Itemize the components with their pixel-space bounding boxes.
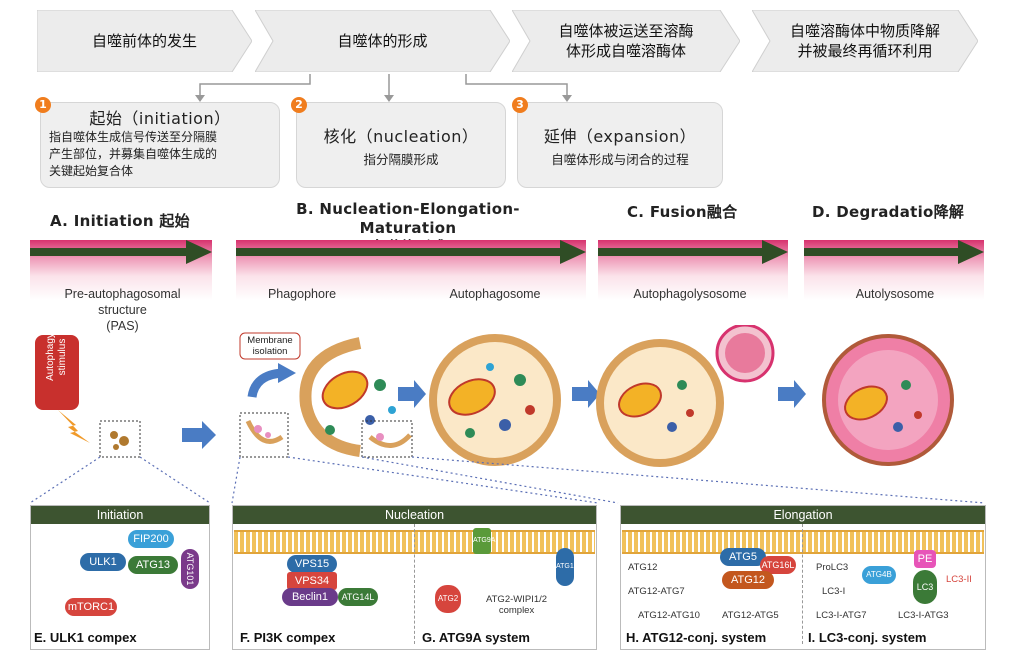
protein-atg12: ATG12 bbox=[722, 571, 774, 589]
chevron-shape-icon bbox=[512, 10, 740, 72]
top-step-2: 自噬体的形成 bbox=[255, 10, 510, 72]
label-lc3-ii: LC3-II bbox=[946, 574, 972, 585]
protein-atg14l: ATG14L bbox=[338, 588, 378, 606]
protein-atg16l: ATG16L bbox=[760, 556, 796, 574]
protein-atg2: ATG2 bbox=[435, 585, 461, 613]
chevron-shape-icon bbox=[255, 10, 510, 72]
stimulus-box bbox=[35, 335, 79, 410]
label-autophagosome: Autophagosome bbox=[449, 287, 541, 301]
sub-step-nucleation: 2 核化（nucleation） 指分隔膜形成 bbox=[291, 97, 506, 188]
panel-header: Nucleation bbox=[233, 506, 596, 524]
protein-fip200: FIP200 bbox=[128, 530, 174, 548]
label-atg2-complex: ATG2-WIPI1/2 complex bbox=[486, 594, 548, 616]
protein-atg5: ATG5 bbox=[720, 548, 766, 566]
protein-ulk1: ULK1 bbox=[80, 553, 126, 571]
chevron-shape-icon bbox=[752, 10, 978, 72]
i-step-3: LC3-I-ATG7 bbox=[816, 610, 867, 621]
phase-title-initiation: A. Initiation 起始 bbox=[50, 212, 190, 230]
label-autophagolysosome: Autophagolysosome bbox=[633, 287, 747, 301]
sub-step-title: 起始（initiation） bbox=[89, 109, 231, 128]
label-autolysosome: Autolysosome bbox=[855, 287, 935, 301]
panel-header: Elongation bbox=[621, 506, 985, 524]
arrow-head-icon bbox=[186, 240, 212, 264]
sub-step-desc: 自噬体形成与闭合的过程 bbox=[551, 152, 689, 167]
sub-step-title: 延伸（expansion） bbox=[543, 127, 697, 146]
sub-step-title: 核化（nucleation） bbox=[323, 127, 479, 146]
chevron-shape-icon bbox=[37, 10, 252, 72]
arrow-head-icon bbox=[958, 240, 984, 264]
flow-arrow-icon bbox=[778, 380, 806, 408]
stimulus-label: Autophagy stimulus bbox=[45, 333, 68, 381]
h-step-2: ATG12-ATG7 bbox=[628, 586, 685, 597]
protein-lc3: LC3 bbox=[913, 570, 937, 604]
sub-step-expansion: 3 延伸（expansion） 自噬体形成与闭合的过程 bbox=[512, 97, 723, 188]
connector-arrows bbox=[195, 74, 572, 102]
top-step-4: 自噬溶酶体中物质降解 并被最终再循环利用 bbox=[752, 10, 978, 72]
step-number-badge: 1 bbox=[35, 97, 51, 113]
protein-atg18: ATG18 bbox=[556, 548, 578, 586]
phase-title-degradation: D. Degradatio降解 bbox=[812, 203, 965, 221]
top-step-label: 自噬体被运送至溶酶 体形成自噬溶酶体 bbox=[558, 22, 694, 60]
label-pas: Pre-autophagosomal structure (PAS) bbox=[64, 287, 181, 333]
top-step-label: 自噬前体的发生 bbox=[91, 32, 197, 50]
panel-header: Initiation bbox=[31, 506, 209, 524]
membrane-isolation-label: Membrane isolation bbox=[247, 335, 293, 357]
h-step-3: ATG12-ATG10 bbox=[638, 610, 700, 621]
autophagy-illustration bbox=[29, 325, 986, 504]
panel-initiation: Initiation bbox=[30, 505, 210, 650]
h-step-4: ATG12-ATG5 bbox=[722, 610, 779, 621]
step-number-badge: 3 bbox=[512, 97, 528, 113]
protein-atg13: ATG13 bbox=[128, 556, 178, 574]
arrow-head-icon bbox=[560, 240, 586, 264]
protein-mtorc1: mTORC1 bbox=[65, 598, 117, 616]
protein-atg101: ATG101 bbox=[181, 549, 199, 589]
band-fusion bbox=[598, 240, 788, 300]
i-step-2: LC3-I bbox=[822, 586, 846, 597]
i-step-4: LC3-I-ATG3 bbox=[898, 610, 949, 621]
pas-box bbox=[99, 420, 141, 458]
label-phagophore: Phagophore bbox=[267, 287, 337, 301]
caption-pi3k: F. PI3K compex bbox=[240, 630, 336, 645]
band-formation bbox=[236, 240, 586, 300]
caption-ulk1: E. ULK1 compex bbox=[34, 630, 137, 645]
band-initiation bbox=[30, 240, 212, 300]
i-step-1: ProLC3 bbox=[816, 562, 849, 573]
caption-lc3: I. LC3-conj. system bbox=[808, 630, 927, 645]
phase-title-fusion: C. Fusion融合 bbox=[627, 203, 738, 221]
flow-arrow-icon bbox=[398, 380, 426, 408]
protein-vps15: VPS15 bbox=[287, 555, 337, 573]
lightning-icon bbox=[58, 410, 90, 443]
protein-atg4b: ATG4B bbox=[862, 566, 896, 584]
flow-arrow-icon bbox=[182, 421, 216, 449]
top-step-3: 自噬体被运送至溶酶 体形成自噬溶酶体 bbox=[512, 10, 740, 72]
sub-step-initiation: 1 起始（initiation） 指自噬体生成信号传送至分隔膜 产生部位，并募集… bbox=[35, 97, 280, 188]
protein-vps34: VPS34 bbox=[287, 572, 337, 590]
top-step-1: 自噬前体的发生 bbox=[37, 10, 252, 72]
caption-atg9a: G. ATG9A system bbox=[422, 630, 530, 645]
sub-step-desc: 指自噬体生成信号传送至分隔膜 产生部位，并募集自噬体生成的 关键起始复合体 bbox=[49, 130, 218, 178]
protein-pe: PE bbox=[914, 550, 936, 568]
h-step-1: ATG12 bbox=[628, 562, 658, 573]
top-step-label: 自噬体的形成 bbox=[337, 32, 428, 50]
sub-step-desc: 指分隔膜形成 bbox=[363, 152, 439, 167]
protein-atg9a: ATG9A bbox=[473, 528, 495, 554]
band-degradation bbox=[804, 240, 984, 300]
caption-atg12: H. ATG12-conj. system bbox=[626, 630, 767, 645]
protein-beclin1: Beclin1 bbox=[282, 588, 338, 606]
arrow-head-icon bbox=[762, 240, 788, 264]
step-number-badge: 2 bbox=[291, 97, 307, 113]
top-step-label: 自噬溶酶体中物质降解 并被最终再循环利用 bbox=[789, 22, 940, 60]
flow-arrow-icon bbox=[572, 380, 600, 408]
